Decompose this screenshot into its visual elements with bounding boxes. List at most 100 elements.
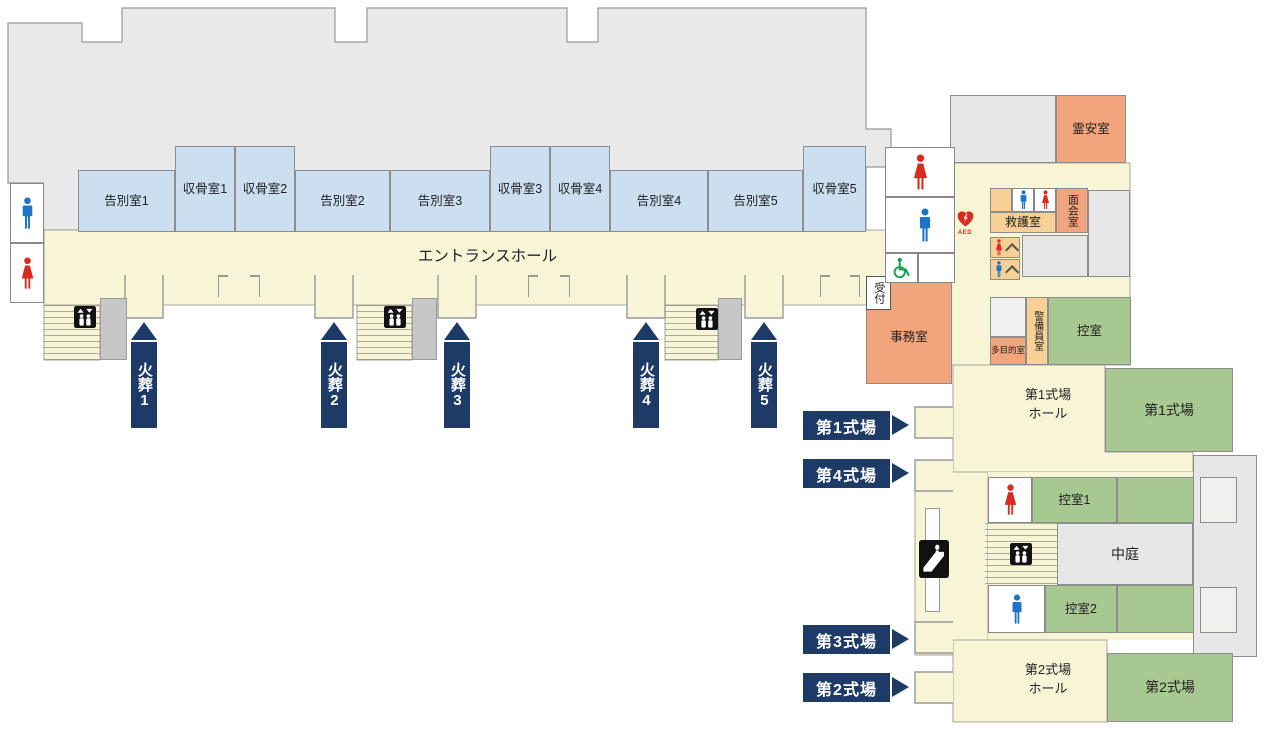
dai2-hall-label: 第2式場 ホール xyxy=(1024,662,1072,696)
sign-kaso-4: 火葬4 xyxy=(633,342,659,428)
up-triangle-icon xyxy=(751,322,777,340)
sign-dai4-shikijo: 第4式場 xyxy=(803,459,890,488)
cell-light xyxy=(1200,587,1237,633)
room-hikaeshitsu1: 控室1 xyxy=(1032,477,1117,523)
powder-room-women xyxy=(990,237,1020,258)
service-block-left xyxy=(100,298,127,360)
room-tamokutekishitsu: 多目的室 xyxy=(990,337,1026,365)
room-green-annex xyxy=(1117,585,1196,633)
banner-label: 火葬1 xyxy=(135,361,153,409)
room-shukotsu-3: 収骨室3 xyxy=(490,146,550,232)
aed-label: AED xyxy=(957,230,973,236)
sign-dai3-shikijo: 第3式場 xyxy=(803,625,890,654)
room-kokubetsu-5: 告別室5 xyxy=(708,170,803,232)
escalator-shaft xyxy=(925,577,940,612)
female-person-icon xyxy=(20,257,35,290)
sign-label: 第1式場 xyxy=(816,419,877,437)
service-block-right xyxy=(718,298,742,360)
door-opening xyxy=(218,275,260,297)
up-triangle-icon xyxy=(321,322,347,340)
toilet-men-main xyxy=(885,197,955,253)
elevator-icon xyxy=(74,306,96,328)
room-dai2-shikijo: 第2式場 xyxy=(1107,653,1233,722)
room-kokubetsu-4: 告別室4 xyxy=(610,170,708,232)
toilet-men-small xyxy=(1012,188,1034,212)
room-menkaishitsu: 面会室 xyxy=(1056,188,1088,233)
elevator-icon xyxy=(1010,543,1032,565)
powder-room-men xyxy=(990,259,1020,280)
toilet-accessible xyxy=(885,253,918,283)
cell-light xyxy=(1200,477,1237,523)
banner-label: 火葬2 xyxy=(325,361,343,409)
room-hikaeshitsu: 控室 xyxy=(1048,297,1131,365)
right-triangle-icon xyxy=(892,463,909,483)
reception-uketsuke: 受付 xyxy=(866,276,891,310)
sign-dai2-shikijo: 第2式場 xyxy=(803,673,890,702)
male-person-icon xyxy=(1019,190,1028,210)
aed-heart-icon xyxy=(955,208,976,229)
elevator-icon xyxy=(696,308,718,330)
escalator-shaft xyxy=(925,508,940,541)
door-opening xyxy=(820,275,860,297)
room-kyugoshitsu: 救護室 xyxy=(990,212,1056,233)
sign-kaso-5: 火葬5 xyxy=(751,342,777,428)
escalator-icon xyxy=(919,540,949,578)
male-person-icon xyxy=(1010,594,1024,625)
sign-dai1-shikijo: 第1式場 xyxy=(803,411,890,440)
room-keibiinshitsu: 警備員室 xyxy=(1026,297,1048,365)
male-person-icon xyxy=(917,208,933,243)
female-person-icon xyxy=(1003,484,1018,516)
wheelchair-icon xyxy=(891,257,913,279)
toilet-anteroom xyxy=(918,253,955,283)
toilet-men-hikae2 xyxy=(988,585,1045,633)
toilet-women-main xyxy=(885,147,955,197)
toilet-men-left xyxy=(10,183,44,243)
chevron-icon xyxy=(1005,264,1020,279)
right-triangle-icon xyxy=(892,629,909,649)
male-person-caret-icon xyxy=(995,261,1003,278)
female-person-icon xyxy=(1041,190,1050,210)
sign-label: 第2式場 xyxy=(816,681,877,699)
room-shukotsu-5: 収骨室5 xyxy=(803,146,866,232)
male-person-icon xyxy=(20,197,35,230)
sign-kaso-2: 火葬2 xyxy=(321,342,347,428)
banner-label: 火葬3 xyxy=(448,361,466,409)
banner-label: 火葬5 xyxy=(755,361,773,409)
toilet-women-small xyxy=(1034,188,1056,212)
backroom-gray xyxy=(950,95,1056,163)
chevron-icon xyxy=(1005,242,1020,257)
female-person-icon xyxy=(912,154,929,191)
toilet-women-left xyxy=(10,243,44,303)
sign-kaso-1: 火葬1 xyxy=(131,342,157,428)
aed-station: AED xyxy=(952,208,978,236)
right-triangle-icon xyxy=(892,677,909,697)
courtyard-nakaniwa: 中庭 xyxy=(1057,523,1193,585)
room-shukotsu-2: 収骨室2 xyxy=(235,146,295,232)
room-shukotsu-1: 収骨室1 xyxy=(175,146,235,232)
toilet-women-hikae1 xyxy=(988,477,1032,523)
elevator-icon xyxy=(384,306,406,328)
room-kokubetsu-1: 告別室1 xyxy=(78,170,175,232)
room-reianshitsu: 霊安室 xyxy=(1056,95,1126,163)
up-triangle-icon xyxy=(444,322,470,340)
banner-label: 火葬4 xyxy=(637,361,655,409)
female-person-caret-icon xyxy=(995,239,1003,256)
room-hikaeshitsu2: 控室2 xyxy=(1045,585,1117,633)
cell-tan xyxy=(990,188,1012,212)
door-opening xyxy=(528,275,570,297)
sign-label: 第3式場 xyxy=(816,633,877,651)
backroom-gray xyxy=(1022,235,1088,277)
entrance-hall-label: エントランスホール xyxy=(417,248,558,265)
cell-light xyxy=(990,297,1026,337)
sign-kaso-3: 火葬3 xyxy=(444,342,470,428)
room-label: 事務室 xyxy=(890,329,928,344)
right-triangle-icon xyxy=(892,415,909,435)
service-block-middle xyxy=(412,298,437,360)
room-dai1-shikijo: 第1式場 xyxy=(1105,368,1233,452)
room-kokubetsu-3: 告別室3 xyxy=(390,170,490,232)
room-shukotsu-4: 収骨室4 xyxy=(550,146,610,232)
dai1-hall-label: 第1式場 ホール xyxy=(1024,387,1072,421)
backroom-gray xyxy=(1088,190,1130,277)
up-triangle-icon xyxy=(633,322,659,340)
